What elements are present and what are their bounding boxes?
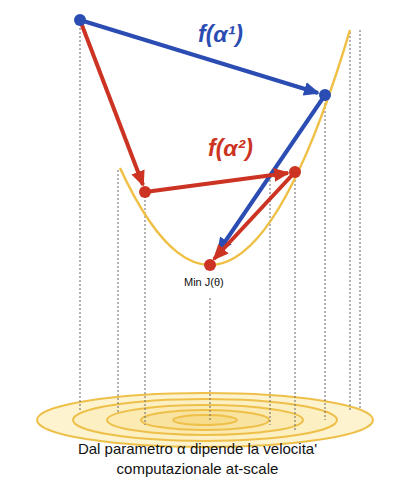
step-dots (74, 14, 331, 271)
blue-path (80, 20, 325, 252)
step-function-label: f(α¹) (196, 22, 245, 47)
projection-lines (80, 24, 360, 430)
red-path (80, 20, 295, 259)
caption: Dal parametro α dipende la velocita' com… (48, 439, 348, 480)
contour-ellipses (37, 393, 373, 447)
minimum-label: Min J(θ) (182, 276, 226, 288)
cost-parabola (120, 30, 350, 265)
step-function-label: f(α²) (206, 136, 255, 161)
